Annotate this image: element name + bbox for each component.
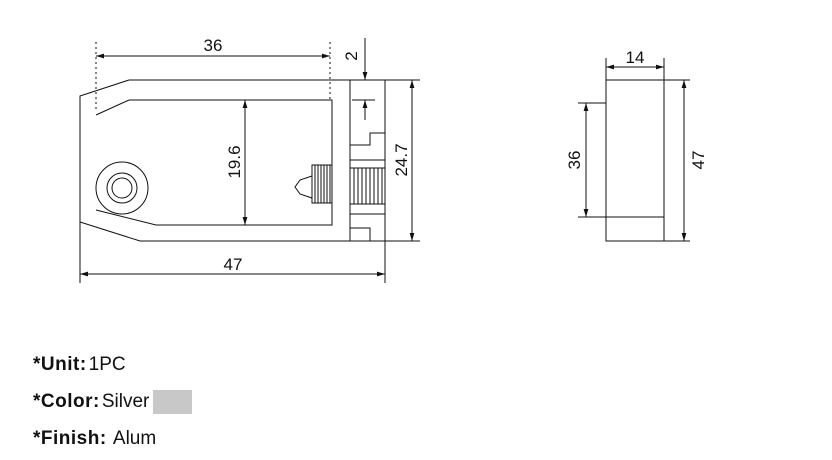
spring-left-ribs [314,165,331,203]
spec-color-key: *Color: [33,390,100,412]
front-view-outline [605,79,665,242]
spring-right-ribs [353,168,383,204]
spec-unit: *Unit: 1PC [33,346,192,383]
clip-top [350,132,386,161]
spec-unit-value: 1PC [88,353,126,375]
spec-finish: *Finish: Alum [33,420,192,457]
mount-hole [106,172,138,204]
dim-label-24-7: 24.7 [392,143,411,176]
side-view-inner-channel [95,99,333,226]
mount-hole-inner [111,177,133,199]
spec-finish-key: *Finish: [33,427,107,449]
spec-color-value: Silver [101,390,150,412]
spring-tip [294,175,313,199]
spec-color: *Color: Silver [33,383,193,420]
spring-right [349,167,386,205]
dim-label-front-47: 47 [689,151,708,170]
spec-finish-value: Alum [108,427,157,449]
clip-bottom [350,213,386,242]
dim-label-front-36: 36 [565,151,584,170]
dim-label-47: 47 [224,255,243,274]
dim-label-19-6: 19.6 [225,145,244,178]
spec-list: *Unit: 1PC *Color: Silver *Finish: Alum [33,346,193,457]
front-view [578,58,690,242]
color-swatch [153,389,193,414]
mount-ring [95,161,149,215]
dim-label-2: 2 [342,51,361,60]
dim-label-36: 36 [204,36,223,55]
side-dimensions [79,38,420,283]
spec-unit-key: *Unit: [33,353,87,375]
dim-label-14: 14 [626,48,645,67]
